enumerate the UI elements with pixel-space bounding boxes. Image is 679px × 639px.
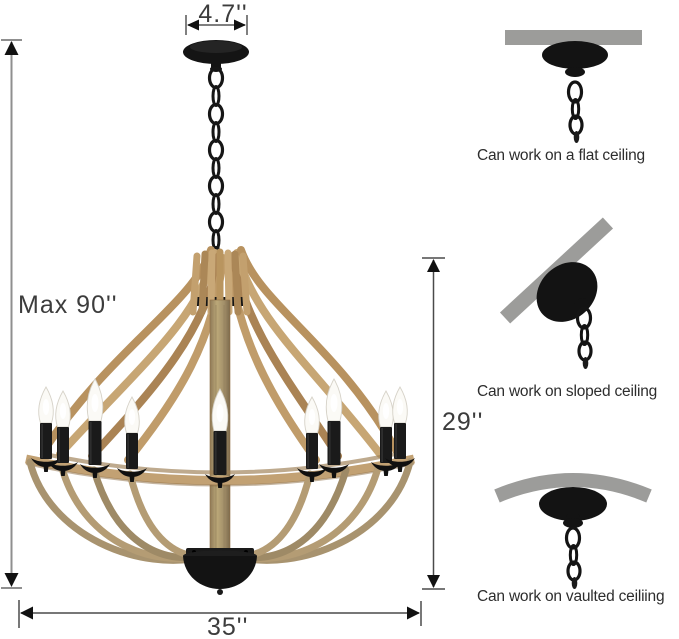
max-height-label: Max 90'' [18,291,118,319]
flat-ceiling-caption: Can work on a flat ceiling [477,147,645,164]
body-width-label: 35'' [207,613,249,639]
body-height-label: 29'' [442,408,484,436]
bottom-bowl [183,548,257,595]
body-width-dimension [18,600,422,628]
vaulted-ceiling-caption: Can work on vaulted ceiliing [477,588,665,605]
sloped-ceiling-mount-icon [499,217,614,371]
canopy-width-label: 4.7'' [198,0,248,28]
hanging-chain [207,66,225,258]
flat-ceiling-mount-icon [505,30,642,145]
body-height-dimension [422,257,445,590]
chandelier-illustration [25,40,416,595]
vaulted-ceiling-mount-icon [494,473,652,591]
ceiling-canopy [183,40,249,72]
sloped-ceiling-caption: Can work on sloped ceiling [477,383,658,400]
max-height-dimension [1,39,22,589]
canopy-width-dimension [185,15,248,35]
